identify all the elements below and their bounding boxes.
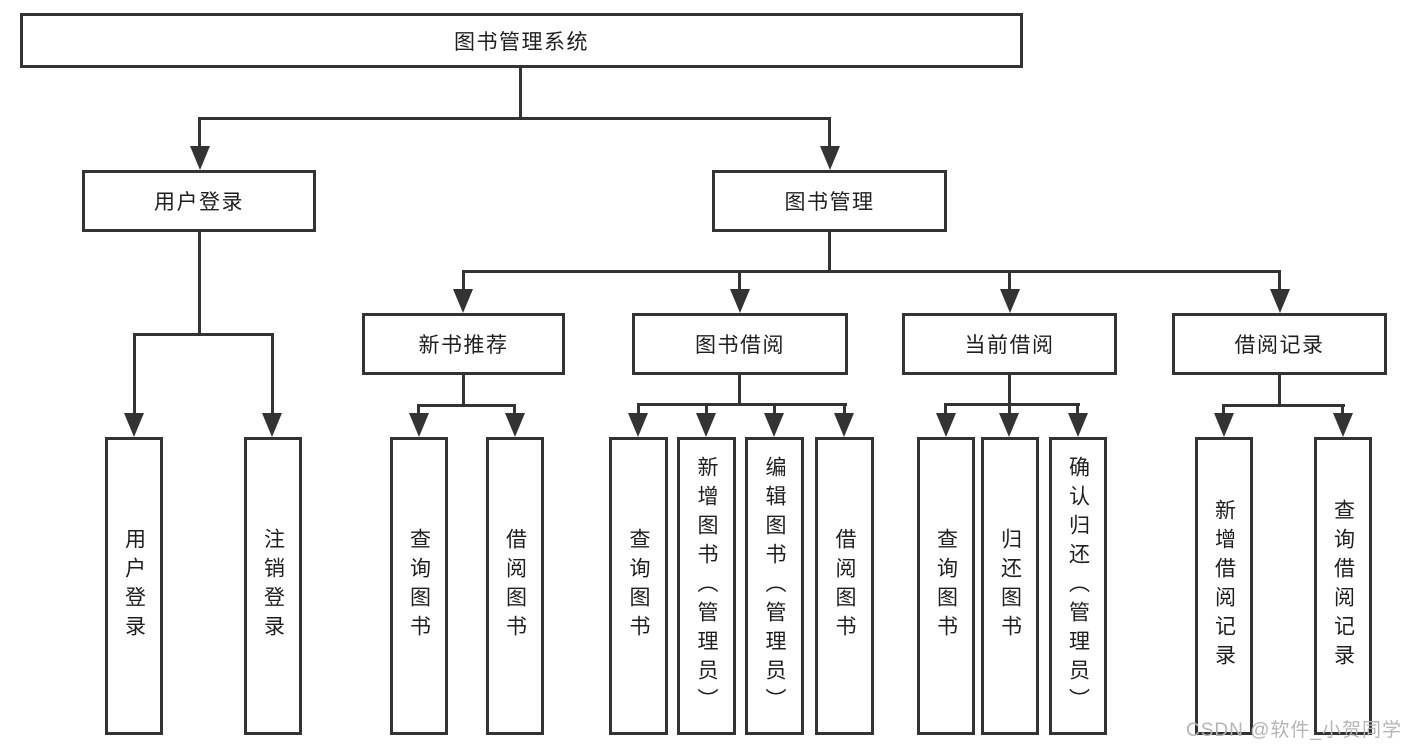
leaf-query-books-current-label: 查询图书 (934, 528, 958, 644)
connector-user-login-drop (198, 232, 201, 336)
connector-stem (1222, 404, 1225, 413)
arrow-down-icon (505, 413, 525, 437)
arrow-down-icon (1214, 413, 1234, 437)
arrow-down-icon (834, 413, 854, 437)
arrow-down-icon (628, 413, 648, 437)
leaf-query-books-newrec: 查询图书 (390, 437, 448, 735)
leaf-confirm-return-admin-label: 确认归还（管理员） (1066, 455, 1090, 717)
leaf-user-login-label: 用户登录 (122, 528, 146, 644)
arrow-down-icon (936, 413, 956, 437)
leaf-add-books-admin-label: 新增图书（管理员） (695, 455, 718, 717)
leaf-query-books-borrow: 查询图书 (609, 437, 668, 735)
connector-stem (705, 403, 708, 413)
connector-stem (944, 403, 947, 413)
connector-book-management-stem (828, 117, 831, 148)
leaf-query-books-borrow-label: 查询图书 (627, 528, 650, 644)
node-root-label: 图书管理系统 (454, 30, 589, 54)
leaf-borrow-books-borrow-label: 借阅图书 (833, 528, 856, 644)
leaf-query-borrow-record-label: 查询借阅记录 (1331, 499, 1355, 673)
connector-stem (1008, 403, 1011, 413)
leaf-user-login: 用户登录 (105, 437, 163, 735)
arrow-down-icon (999, 413, 1019, 437)
connector-new-book-drop (462, 375, 465, 407)
node-current-borrowing-label: 当前借阅 (964, 334, 1055, 357)
arrow-down-icon (409, 413, 429, 437)
connector-leaf-user-login-stem (133, 333, 136, 413)
connector-leaf-logout-stem (271, 333, 274, 413)
node-root: 图书管理系统 (20, 13, 1023, 68)
arrow-down-icon (1000, 289, 1020, 313)
connector-borrowing-records-bus (1223, 404, 1345, 407)
node-borrowing-records-label: 借阅记录 (1234, 334, 1325, 357)
arrow-down-icon (190, 146, 210, 170)
node-book-borrowing: 图书借阅 (632, 313, 848, 375)
node-borrowing-records: 借阅记录 (1172, 313, 1387, 375)
connector-book-borrowing-stem (738, 270, 741, 290)
arrow-down-icon (1068, 413, 1088, 437)
connector-level2-bus (198, 117, 831, 120)
node-user-login: 用户登录 (82, 170, 316, 232)
leaf-add-borrow-record-label: 新增借阅记录 (1212, 499, 1236, 673)
arrow-down-icon (1333, 413, 1353, 437)
arrow-down-icon (124, 413, 144, 437)
leaf-query-borrow-record: 查询借阅记录 (1314, 437, 1372, 735)
arrow-down-icon (453, 289, 473, 313)
leaf-confirm-return-admin: 确认归还（管理员） (1049, 437, 1107, 735)
leaf-borrow-books-borrow: 借阅图书 (815, 437, 874, 735)
connector-stem (1341, 404, 1344, 413)
connector-book-borrowing-bus (637, 403, 847, 406)
leaf-logout-login-label: 注销登录 (261, 528, 285, 644)
arrow-down-icon (764, 413, 784, 437)
arrow-down-icon (262, 413, 282, 437)
leaf-edit-books-admin: 编辑图书（管理员） (745, 437, 804, 735)
arrow-down-icon (1270, 289, 1290, 313)
node-book-management-label: 图书管理 (784, 191, 875, 214)
connector-user-login-bus (133, 333, 274, 336)
connector-stem (1076, 403, 1079, 413)
leaf-query-books-newrec-label: 查询图书 (407, 528, 431, 644)
node-user-login-label: 用户登录 (154, 191, 244, 214)
connector-user-login-stem (198, 117, 201, 148)
leaf-query-books-current: 查询图书 (917, 437, 975, 735)
connector-current-borrowing-stem (1008, 270, 1011, 290)
connector-current-borrowing-bus (944, 403, 1080, 406)
leaf-edit-books-admin-label: 编辑图书（管理员） (763, 455, 786, 717)
leaf-return-books-label: 归还图书 (998, 528, 1022, 644)
node-current-borrowing: 当前借阅 (902, 313, 1117, 375)
leaf-return-books: 归还图书 (981, 437, 1039, 735)
connector-new-book-stem (462, 270, 465, 290)
connector-book-borrowing-drop (738, 375, 741, 406)
node-book-management: 图书管理 (712, 170, 947, 232)
connector-level3-bus (462, 270, 1281, 273)
node-book-borrowing-label: 图书借阅 (695, 334, 785, 357)
connector-stem (773, 403, 776, 413)
connector-stem (513, 404, 516, 414)
leaf-add-borrow-record: 新增借阅记录 (1195, 437, 1253, 735)
leaf-borrow-books-newrec-label: 借阅图书 (503, 528, 527, 644)
node-new-book-recommend-label: 新书推荐 (418, 334, 509, 357)
leaf-add-books-admin: 新增图书（管理员） (677, 437, 736, 735)
connector-stem (843, 403, 846, 413)
arrow-down-icon (820, 146, 840, 170)
node-new-book-recommend: 新书推荐 (362, 313, 565, 375)
leaf-borrow-books-newrec: 借阅图书 (486, 437, 544, 735)
connector-root-drop (519, 68, 522, 119)
connector-stem (637, 403, 640, 413)
connector-book-management-drop (828, 232, 831, 272)
connector-current-borrowing-drop (1008, 375, 1011, 406)
watermark: CSDN @软件_小贺同学 (1186, 720, 1402, 741)
connector-new-book-bus (417, 404, 516, 407)
connector-borrowing-records-stem (1278, 270, 1281, 290)
connector-stem (417, 404, 420, 414)
arrow-down-icon (730, 289, 750, 313)
leaf-logout-login: 注销登录 (244, 437, 302, 735)
connector-borrowing-records-drop (1278, 375, 1281, 407)
arrow-down-icon (696, 413, 716, 437)
